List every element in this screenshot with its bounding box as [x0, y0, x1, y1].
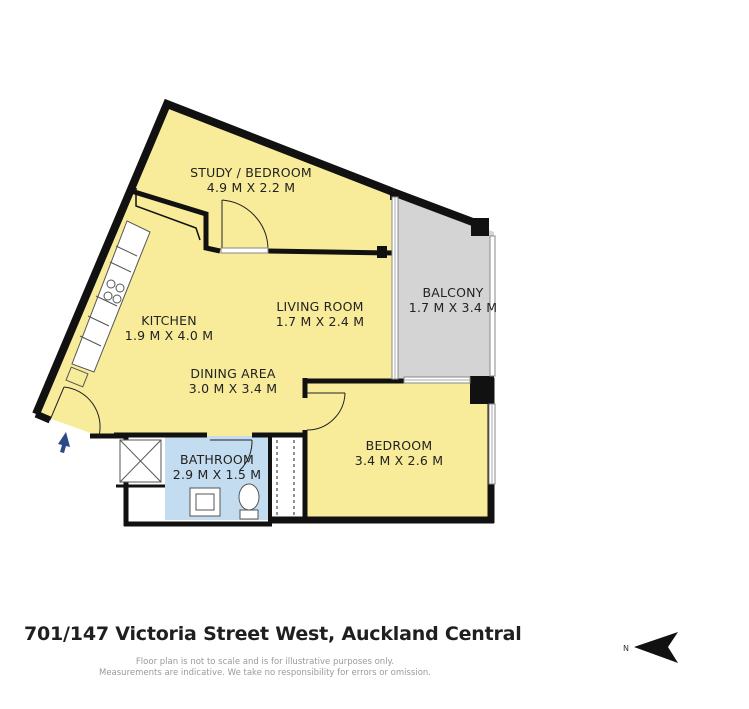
property-address: 701/147 Victoria Street West, Auckland C…	[24, 623, 522, 645]
room-name-living: LIVING ROOM	[276, 299, 363, 314]
room-labels: STUDY / BEDROOM 4.9 M X 2.2 M KITCHEN 1.…	[125, 165, 497, 482]
study-bottom-wall	[127, 187, 221, 254]
room-size-study: 4.9 M X 2.2 M	[207, 180, 295, 195]
bathroom-fixtures	[119, 439, 260, 520]
room-size-living: 1.7 M X 2.4 M	[276, 314, 364, 329]
room-name-bedroom: BEDROOM	[366, 438, 433, 453]
room-name-kitchen: KITCHEN	[141, 313, 197, 328]
walls	[32, 98, 495, 527]
kitchen-bench	[71, 220, 151, 373]
room-size-balcony: 1.7 M X 3.4 M	[409, 300, 497, 315]
kitchen-fixtures	[65, 220, 151, 388]
bedroom-fill	[305, 380, 493, 522]
room-size-bathroom: 2.9 M X 1.5 M	[173, 467, 261, 482]
column-top-right	[471, 218, 489, 236]
cooktop-burner	[106, 279, 116, 289]
room-name-dining: DINING AREA	[190, 366, 275, 381]
north-compass: N	[623, 632, 678, 663]
disclaimer-line-2: Measurements are indicative. We take no …	[98, 668, 432, 678]
balcony-edge-glazing	[489, 235, 496, 377]
interior-fill	[40, 107, 393, 520]
entry-arrow	[58, 432, 70, 453]
room-size-dining: 3.0 M X 3.4 M	[189, 381, 277, 396]
room-name-study: STUDY / BEDROOM	[190, 165, 312, 180]
north-arrow-icon	[634, 632, 678, 663]
windows	[391, 196, 496, 485]
cooktop-burner	[103, 291, 113, 301]
compass-north-label: N	[623, 644, 629, 653]
room-name-bathroom: BATHROOM	[180, 452, 254, 467]
column-study	[377, 246, 387, 258]
study-wardrobe	[135, 188, 201, 241]
room-name-balcony: BALCONY	[422, 285, 483, 300]
toilet-cistern	[239, 509, 259, 520]
column-mid-right	[470, 376, 494, 404]
room-size-kitchen: 1.9 M X 4.0 M	[125, 328, 213, 343]
study-bottom-wall-b	[267, 248, 394, 256]
cooktop-burner	[112, 294, 122, 304]
kitchen-sink	[65, 366, 89, 388]
outer-wall-balcony-top	[391, 188, 480, 228]
room-fills	[40, 107, 494, 522]
entry-wall	[34, 410, 52, 424]
disclaimer-line-1: Floor plan is not to scale and is for il…	[135, 657, 395, 667]
balcony-fill	[393, 193, 494, 380]
cooktop-burner	[115, 283, 125, 293]
doors	[49, 199, 346, 518]
toilet-bowl	[238, 483, 260, 511]
outer-wall-top	[32, 98, 395, 416]
room-size-bedroom: 3.4 M X 2.6 M	[355, 453, 443, 468]
